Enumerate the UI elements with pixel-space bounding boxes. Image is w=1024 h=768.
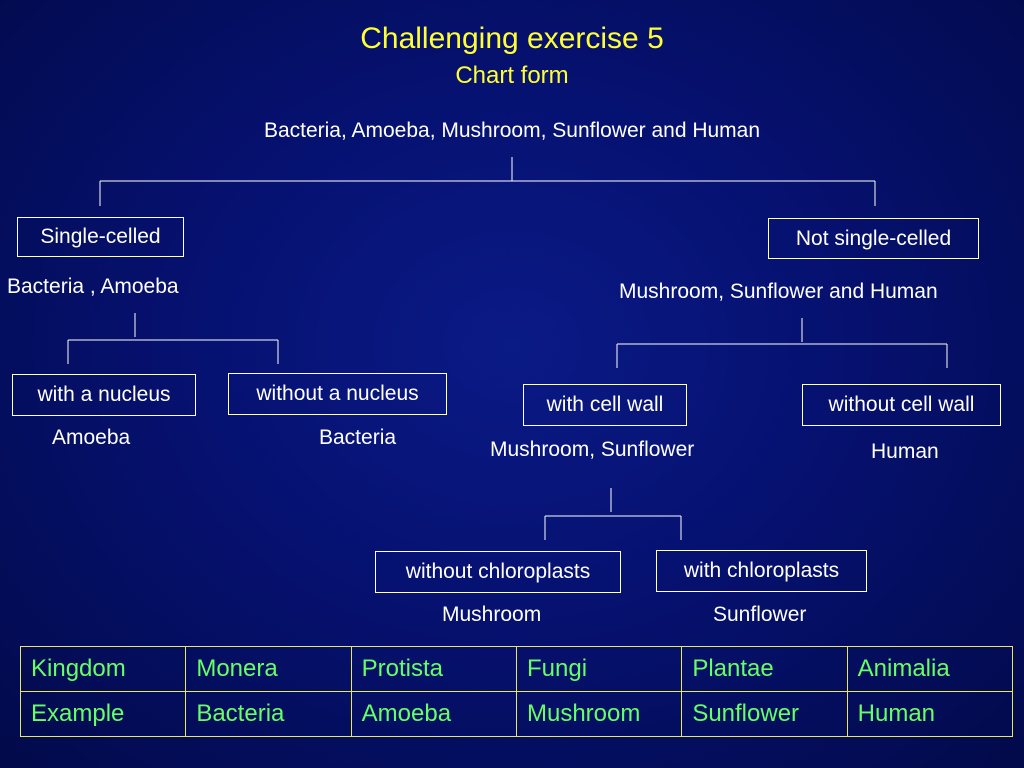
with-cell-wall-box: with cell wall bbox=[523, 384, 687, 426]
page-subtitle: Chart form bbox=[455, 62, 569, 89]
table-cell: Monera bbox=[185, 646, 352, 692]
table-cell: Kingdom bbox=[19, 646, 187, 692]
kingdom-table: Kingdom Monera Protista Fungi Plantae An… bbox=[19, 646, 1014, 737]
table-cell: Amoeba bbox=[350, 691, 517, 737]
table-cell: Human bbox=[846, 691, 1014, 737]
table-cell: Plantae bbox=[681, 646, 848, 692]
with-chloroplasts-box: with chloroplasts bbox=[656, 550, 867, 592]
without-nucleus-members: Bacteria bbox=[319, 426, 397, 449]
table-cell: Protista bbox=[350, 646, 517, 692]
table-row-example: Example Bacteria Amoeba Mushroom Sunflow… bbox=[19, 691, 1014, 737]
without-cell-wall-box: without cell wall bbox=[802, 384, 1001, 426]
table-cell: Sunflower bbox=[681, 691, 848, 737]
with-nucleus-box: with a nucleus bbox=[12, 374, 196, 416]
table-cell: Mushroom bbox=[515, 691, 683, 737]
table-cell: Fungi bbox=[515, 646, 683, 692]
page-title: Challenging exercise 5 bbox=[360, 22, 664, 55]
without-chloroplasts-box: without chloroplasts bbox=[375, 551, 621, 593]
single-celled-members: Bacteria , Amoeba bbox=[7, 275, 179, 298]
table-cell: Bacteria bbox=[185, 691, 352, 737]
single-celled-box: Single-celled bbox=[17, 217, 184, 257]
table-row-kingdom: Kingdom Monera Protista Fungi Plantae An… bbox=[19, 646, 1014, 692]
with-chloroplasts-members: Sunflower bbox=[713, 603, 807, 626]
table-cell: Animalia bbox=[846, 646, 1014, 692]
without-nucleus-box: without a nucleus bbox=[228, 373, 447, 415]
table-cell: Example bbox=[19, 691, 187, 737]
with-cell-wall-members: Mushroom, Sunflower bbox=[490, 438, 695, 461]
not-single-celled-box: Not single-celled bbox=[768, 218, 979, 259]
not-single-celled-members: Mushroom, Sunflower and Human bbox=[619, 280, 938, 303]
without-chloroplasts-members: Mushroom bbox=[442, 603, 542, 626]
root-members: Bacteria, Amoeba, Mushroom, Sunflower an… bbox=[263, 119, 761, 142]
with-nucleus-members: Amoeba bbox=[52, 426, 131, 449]
without-cell-wall-members: Human bbox=[871, 440, 939, 463]
